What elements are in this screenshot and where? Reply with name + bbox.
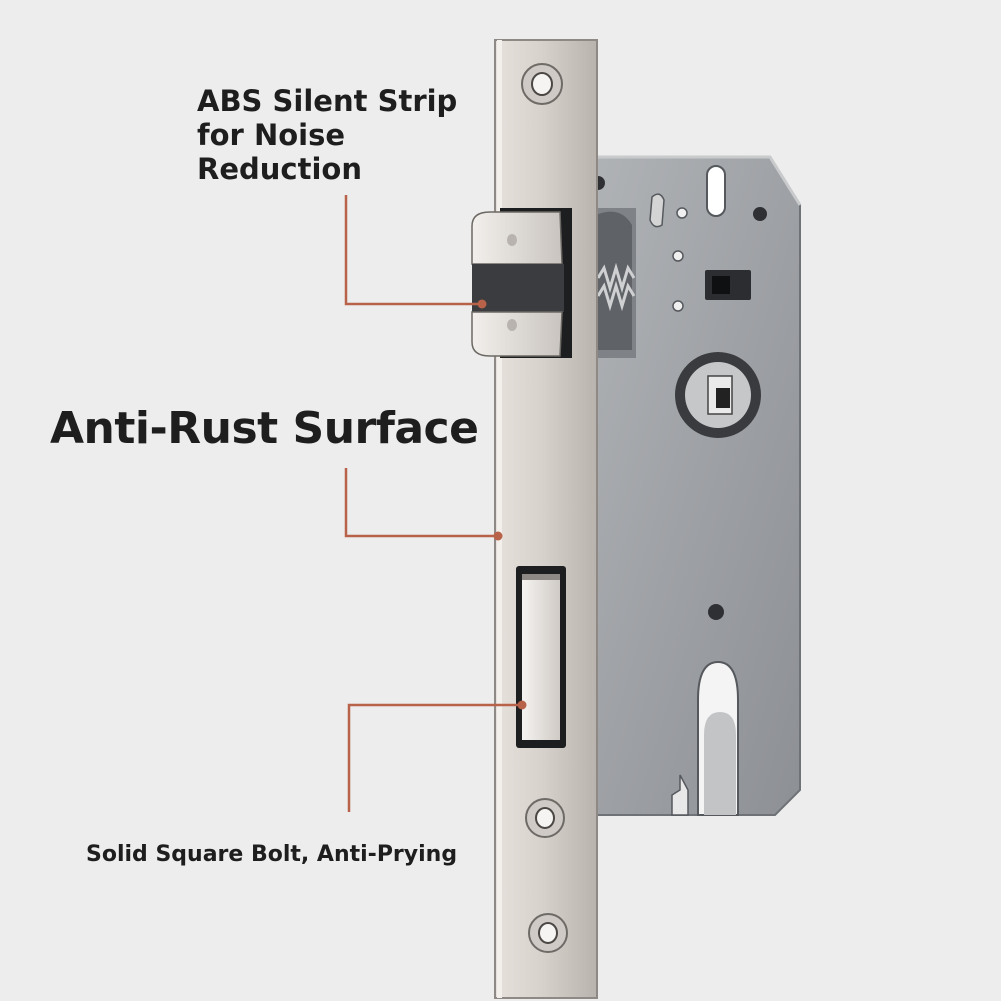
- silent-strip-line-2: for Noise: [197, 118, 346, 152]
- square-bolt: [516, 566, 566, 748]
- callout-dot: [477, 299, 487, 309]
- callout-dot: [517, 700, 527, 710]
- screw-hole-top-icon: [521, 63, 563, 105]
- silent-strip-line-1: ABS Silent Strip: [197, 84, 458, 118]
- anti-rust-callout: Anti-Rust Surface: [50, 403, 479, 454]
- silent-strip-callout: ABS Silent Strip for Noise Reduction: [197, 84, 487, 186]
- silent-strip-line-3: Reduction: [197, 152, 362, 186]
- callout-leader-lines: [344, 195, 522, 812]
- callout-dot: [493, 531, 503, 541]
- screw-hole-middle-icon: [525, 798, 565, 838]
- square-bolt-callout: Solid Square Bolt, Anti-Prying: [86, 842, 458, 867]
- faceplate: [494, 39, 598, 999]
- latch-bolt: [471, 208, 572, 358]
- screw-hole-bottom-icon: [528, 913, 568, 953]
- lock-case: [591, 155, 802, 816]
